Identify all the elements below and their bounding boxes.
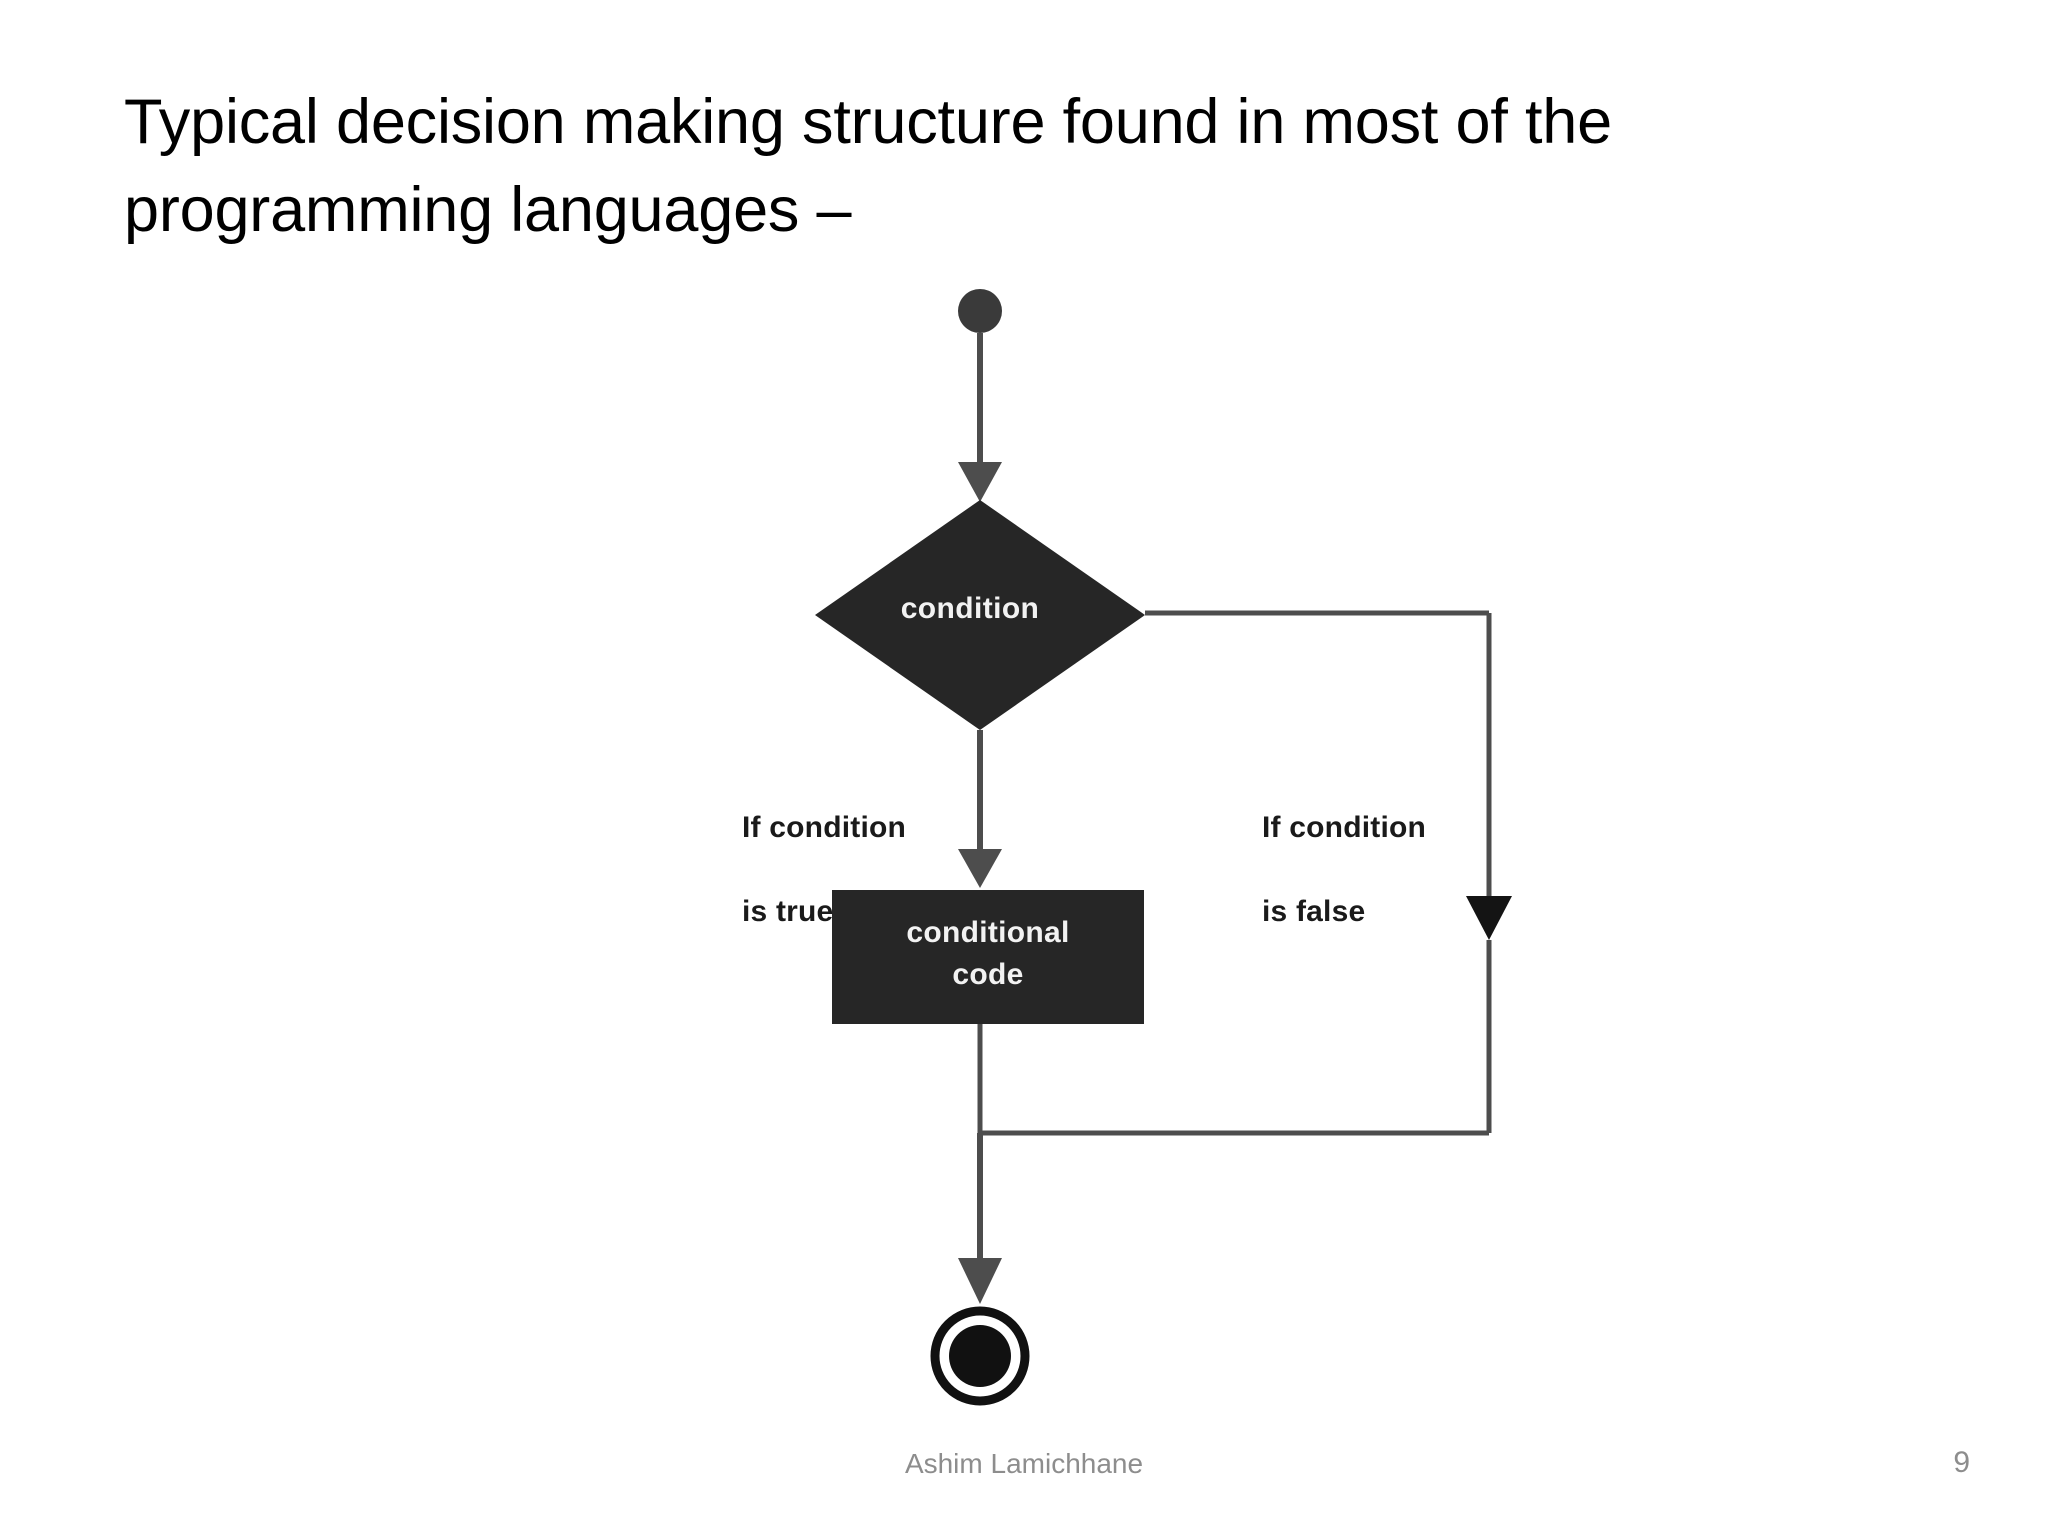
end-node-dot-icon — [949, 1325, 1011, 1387]
footer-page-number: 9 — [1953, 1446, 1970, 1479]
start-node-icon — [958, 289, 1002, 333]
edge-label-true-line-2: is true — [742, 895, 834, 928]
edge-label-false-line-1: If condition — [1262, 811, 1427, 844]
page-title: Typical decision making structure found … — [124, 78, 1924, 254]
arrowhead-into-condition — [958, 462, 1002, 502]
page-title-line-2: programming languages – — [124, 175, 852, 245]
page-title-line-1: Typical decision making structure found … — [124, 87, 1612, 157]
arrowhead-into-conditional-code — [958, 849, 1002, 888]
footer-author: Ashim Lamichhane — [904, 1448, 1144, 1479]
edge-label-true-line-1: If condition — [742, 811, 907, 844]
condition-diamond-shape — [815, 500, 1145, 730]
edge-label-false: If condition is false — [1262, 765, 1426, 975]
arrowhead-false-branch — [1466, 896, 1512, 940]
edge-label-false-line-2: is false — [1262, 895, 1366, 928]
edge-label-true: If condition is true — [742, 765, 906, 975]
conditional-code-box-shape — [832, 890, 1144, 1024]
arrowhead-into-end-node — [958, 1258, 1002, 1304]
end-node-ring-icon — [930, 1306, 1030, 1406]
